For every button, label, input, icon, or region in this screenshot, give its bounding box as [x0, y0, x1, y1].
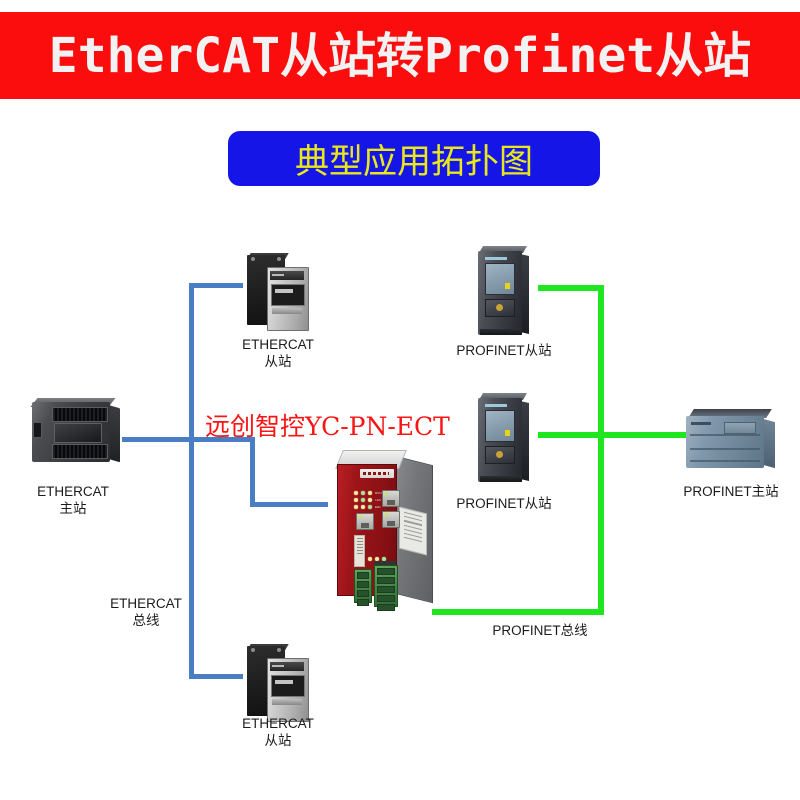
profinet-slave-top-device[interactable] — [472, 245, 534, 337]
ethercat-master-device[interactable] — [24, 398, 122, 466]
drive-knob — [272, 699, 302, 705]
drive-brand-strip — [485, 404, 507, 407]
plc-front-door — [724, 422, 756, 434]
gateway-serial-label — [354, 535, 365, 567]
gateway-side-label — [399, 506, 427, 556]
drive-display — [271, 284, 305, 306]
drive-knob — [272, 308, 302, 314]
gateway-rj45-port-p2[interactable] — [382, 511, 400, 528]
gateway-terminal-cover — [374, 561, 396, 566]
drive-foot — [480, 329, 522, 335]
gateway-device[interactable]: RUN LAN ER1 — [325, 448, 433, 613]
plc-seam-3 — [690, 460, 760, 462]
product-name: 远创智控YC-PN-ECT — [205, 412, 450, 441]
drive-screw-left — [251, 257, 255, 261]
drive-display — [271, 675, 305, 697]
drive-brand-bar — [270, 271, 304, 280]
gateway-rj45-port-p1[interactable] — [382, 490, 400, 507]
gateway-led-bank: RUN LAN ER1 — [354, 491, 398, 512]
label-profinet-bus: PROFINET总线 — [492, 623, 588, 638]
drive-status-led — [505, 430, 510, 436]
ethercat-bus-trunk — [189, 283, 194, 679]
drive-screw-left — [251, 648, 255, 652]
profinet-gateway-seg-h — [432, 609, 604, 615]
drive-operator-panel — [485, 410, 515, 442]
label-ethercat-master: ETHERCAT 主站 — [37, 484, 109, 516]
subtitle-box: 典型应用拓扑图 — [228, 131, 600, 186]
gateway-terminal-block-right[interactable] — [374, 565, 398, 611]
drive-screw-right — [277, 257, 281, 261]
gateway-rj45-port-lan[interactable] — [356, 513, 374, 530]
drive-foot — [480, 476, 522, 482]
plc-display-window — [54, 423, 102, 443]
ethercat-link-slave-bottom — [189, 674, 243, 679]
gateway-terminal-block-left[interactable] — [354, 569, 372, 606]
drive-operator-panel — [485, 263, 515, 295]
plc-seam-2 — [690, 448, 760, 450]
ethercat-gateway-seg-h1 — [189, 437, 255, 442]
title-banner: EtherCAT从站转Profinet从站 — [0, 12, 800, 99]
label-profinet-slave-bottom: PROFINET从站 — [456, 496, 552, 511]
ethercat-slave-top-device[interactable] — [245, 253, 311, 331]
ethercat-link-slave-top — [189, 283, 243, 288]
drive-status-led — [505, 283, 510, 289]
drive-brand-strip — [485, 257, 507, 260]
drive-lower-module — [485, 299, 515, 317]
label-ethercat-bus: ETHERCAT 总线 — [110, 596, 182, 628]
profinet-master-device[interactable] — [680, 408, 782, 474]
profinet-bus-trunk — [598, 285, 604, 615]
profinet-link-slave-bottom — [538, 432, 604, 438]
plc-port — [33, 422, 42, 438]
gateway-brand-logo — [360, 469, 394, 478]
drive-brand-bar — [270, 662, 304, 671]
profinet-slave-bottom-device[interactable] — [472, 392, 534, 484]
ethercat-link-master — [122, 437, 194, 442]
gateway-led-bank-lower — [368, 557, 386, 561]
label-profinet-master: PROFINET主站 — [683, 484, 779, 499]
label-profinet-slave-top: PROFINET从站 — [456, 343, 552, 358]
profinet-link-master — [598, 432, 688, 438]
ethercat-slave-bottom-device[interactable] — [245, 644, 311, 722]
drive-lower-module — [485, 446, 515, 464]
ethercat-gateway-seg-h2 — [250, 502, 328, 507]
profinet-link-slave-top — [538, 285, 604, 291]
drive-screw-right — [277, 648, 281, 652]
label-ethercat-slave-top: ETHERCAT 从站 — [242, 337, 314, 369]
page-title: EtherCAT从站转Profinet从站 — [48, 27, 752, 84]
gateway-front-panel: RUN LAN ER1 — [337, 464, 400, 611]
plc-terminal-bottom — [52, 444, 108, 459]
ethercat-gateway-seg-v — [250, 437, 255, 507]
label-ethercat-slave-bottom: ETHERCAT 从站 — [242, 716, 314, 748]
plc-seam-1 — [690, 434, 760, 436]
plc-terminal-top — [52, 407, 108, 422]
plc-brand-strip — [691, 422, 711, 425]
subtitle-text: 典型应用拓扑图 — [295, 142, 533, 182]
